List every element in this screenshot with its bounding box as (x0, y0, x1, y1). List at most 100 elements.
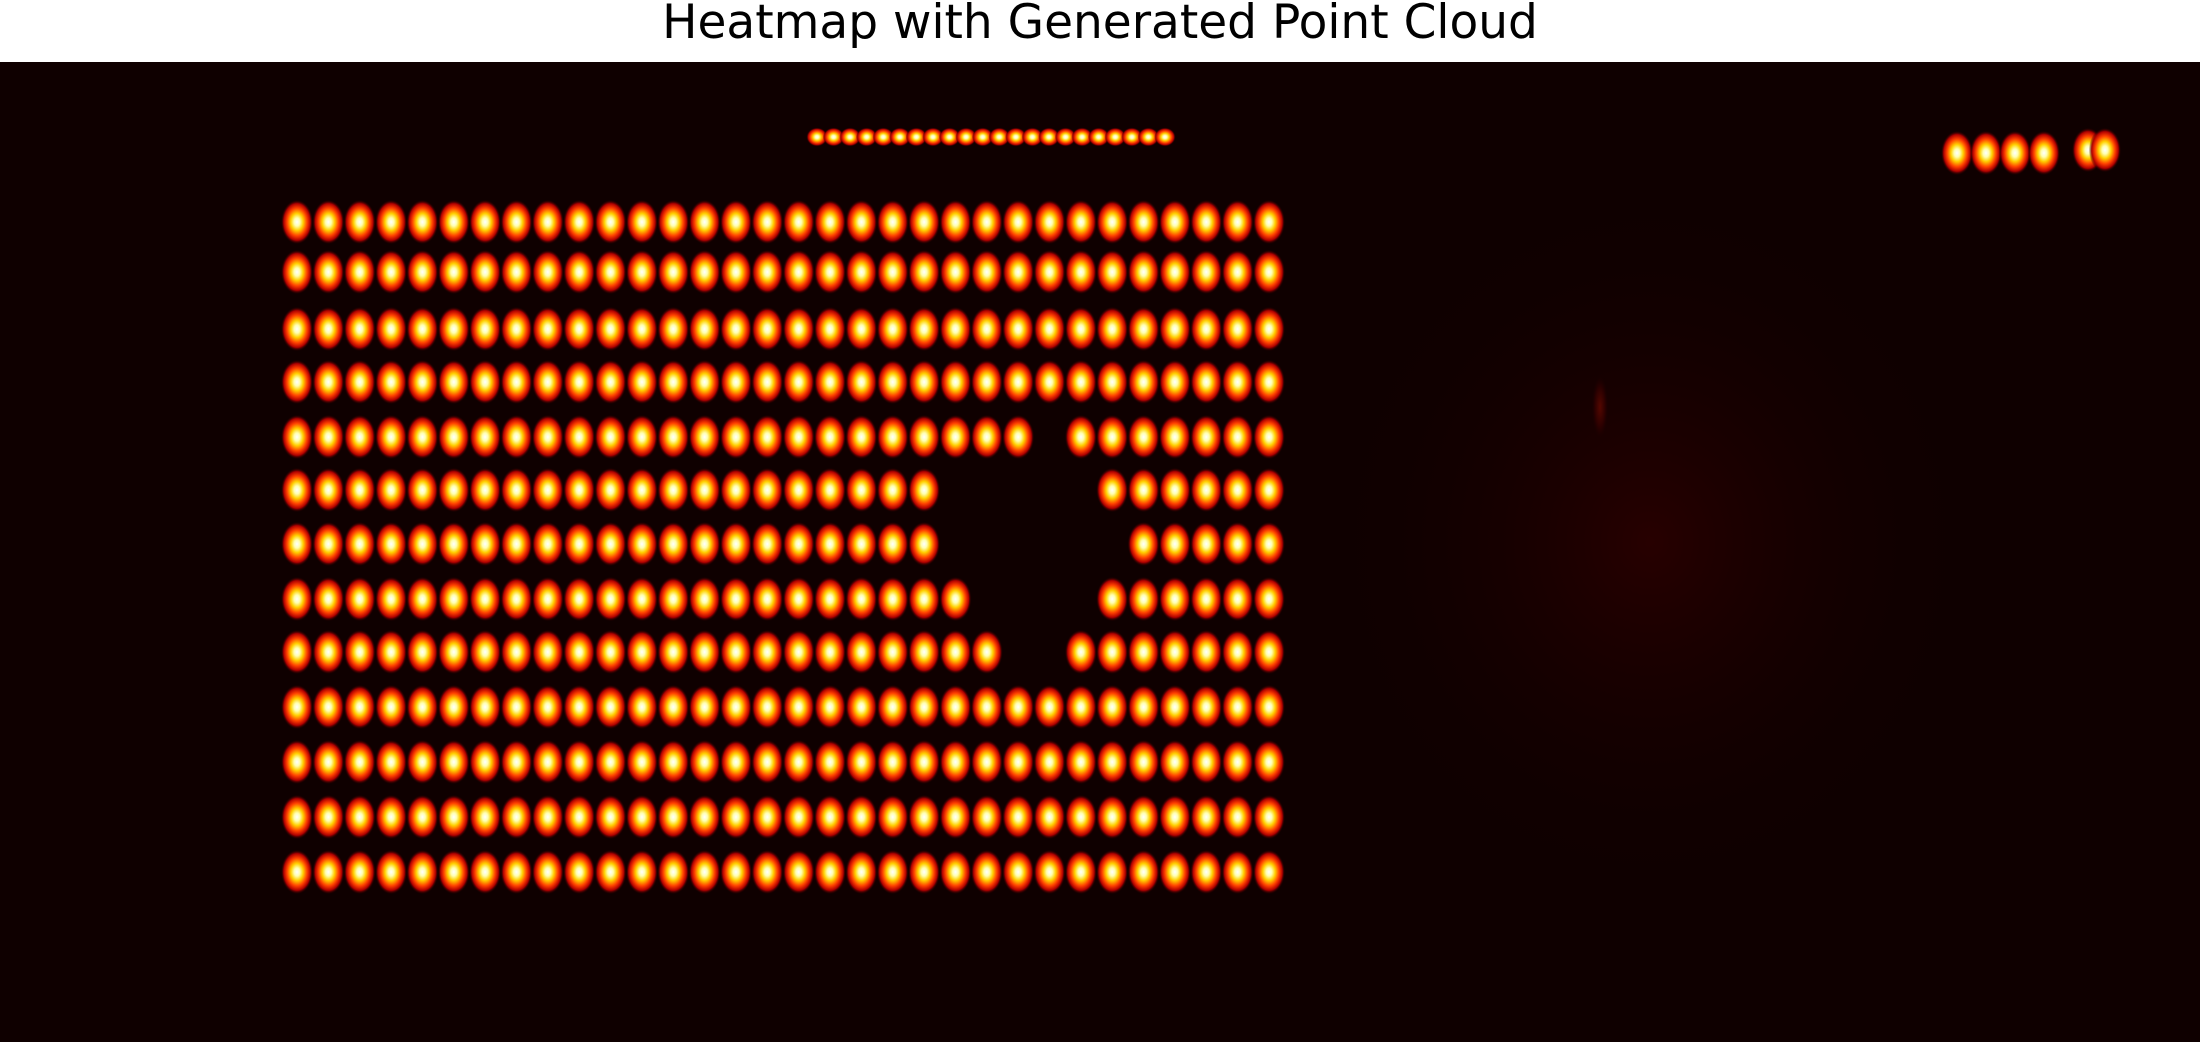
heatmap-blob (312, 794, 345, 840)
heatmap-blob (1002, 739, 1035, 785)
heatmap-blob (719, 576, 753, 622)
heatmap-blob (531, 359, 564, 405)
heatmap-blob (822, 127, 845, 147)
heatmap-blob (312, 576, 345, 622)
heatmap-blob (1221, 684, 1254, 730)
heatmap-blob (751, 467, 784, 513)
heatmap-blob (1998, 130, 2032, 176)
heatmap-blob (1158, 467, 1192, 513)
heatmap-blob (1127, 249, 1160, 295)
heatmap-blob (625, 684, 659, 730)
heatmap-blob (406, 521, 439, 567)
heatmap-blob (1127, 684, 1160, 730)
heatmap-blob (782, 629, 815, 675)
heatmap-blob (1127, 199, 1160, 245)
heatmap-blob (970, 794, 1003, 840)
heatmap-blob (751, 521, 784, 567)
heatmap-blob (468, 414, 502, 460)
heatmap-blob (500, 521, 533, 567)
heatmap-blob (1005, 127, 1027, 147)
heatmap-blob (1021, 127, 1044, 147)
heatmap-blob (625, 739, 659, 785)
heatmap-blob (343, 576, 376, 622)
heatmap-blob (806, 127, 828, 147)
heatmap-blob (1221, 521, 1254, 567)
heatmap-blob (1221, 576, 1254, 622)
heatmap-blob (468, 249, 502, 295)
heatmap-blob (1064, 414, 1098, 460)
heatmap-blob (1002, 199, 1035, 245)
heatmap-blob (563, 629, 596, 675)
heatmap-blob (531, 684, 564, 730)
heatmap-blob (531, 467, 564, 513)
heatmap-blob (594, 576, 627, 622)
heatmap-blob (437, 629, 470, 675)
heatmap-blob (1252, 794, 1286, 840)
heatmap-blob (907, 576, 941, 622)
heatmap-blob (625, 414, 659, 460)
heatmap-blob (719, 199, 753, 245)
heatmap-blob (719, 414, 753, 460)
heatmap-blob (1064, 249, 1098, 295)
heatmap-blob (939, 739, 972, 785)
heatmap-blob (907, 414, 941, 460)
heatmap-blob (625, 199, 659, 245)
heatmap-blob (1190, 467, 1223, 513)
heatmap-blob (845, 794, 878, 840)
heatmap-blob (922, 127, 944, 147)
heatmap-blob (1190, 849, 1223, 895)
heatmap-blob (876, 521, 909, 567)
heatmap-blob (563, 521, 596, 567)
heatmap-blob (468, 739, 502, 785)
heatmap-blob (1154, 127, 1176, 147)
heatmap-blob (468, 849, 502, 895)
heatmap-blob (970, 629, 1003, 675)
heatmap-blob (280, 467, 314, 513)
heatmap-blob (657, 576, 690, 622)
heatmap-blob (500, 414, 533, 460)
heatmap-blob (500, 739, 533, 785)
heatmap-blob (1252, 684, 1286, 730)
heatmap-blob (500, 467, 533, 513)
heatmap-blob (343, 849, 376, 895)
heatmap-blob (343, 794, 376, 840)
heatmap-blob (1096, 629, 1129, 675)
heatmap-blob (531, 849, 564, 895)
heatmap-blob (1104, 127, 1127, 147)
heatmap-blob (813, 306, 847, 352)
heatmap-blob (939, 199, 972, 245)
heatmap-blob (907, 794, 941, 840)
heatmap-blob (1190, 521, 1223, 567)
heatmap-blob (889, 127, 911, 147)
heatmap-blob (1158, 199, 1192, 245)
heatmap-blob (1033, 684, 1066, 730)
heatmap-blob (813, 467, 847, 513)
heatmap-blob (500, 794, 533, 840)
heatmap-blob (782, 521, 815, 567)
heatmap-blob (688, 414, 721, 460)
heatmap-blob (657, 414, 690, 460)
heatmap-blob (1002, 849, 1035, 895)
heatmap-blob (782, 794, 815, 840)
heatmap-blob (594, 359, 627, 405)
heatmap-blob (625, 629, 659, 675)
heatmap-blob (688, 576, 721, 622)
heatmap-blob (813, 359, 847, 405)
heatmap-blob (437, 521, 470, 567)
heatmap-blob (1127, 521, 1160, 567)
heatmap-blob (468, 794, 502, 840)
heatmap-blob (343, 414, 376, 460)
heatmap-blob (406, 849, 439, 895)
heatmap-blob (688, 521, 721, 567)
heatmap-blob (625, 576, 659, 622)
heatmap-plot-area (0, 62, 2200, 1042)
heatmap-blob (406, 414, 439, 460)
heatmap-blob (970, 249, 1003, 295)
heatmap-blob (1096, 739, 1129, 785)
heatmap-blob (1002, 359, 1035, 405)
heatmap-blob (1127, 794, 1160, 840)
heatmap-blob (406, 794, 439, 840)
heatmap-blob (839, 127, 861, 147)
heatmap-blob (1127, 739, 1160, 785)
heatmap-blob (688, 684, 721, 730)
